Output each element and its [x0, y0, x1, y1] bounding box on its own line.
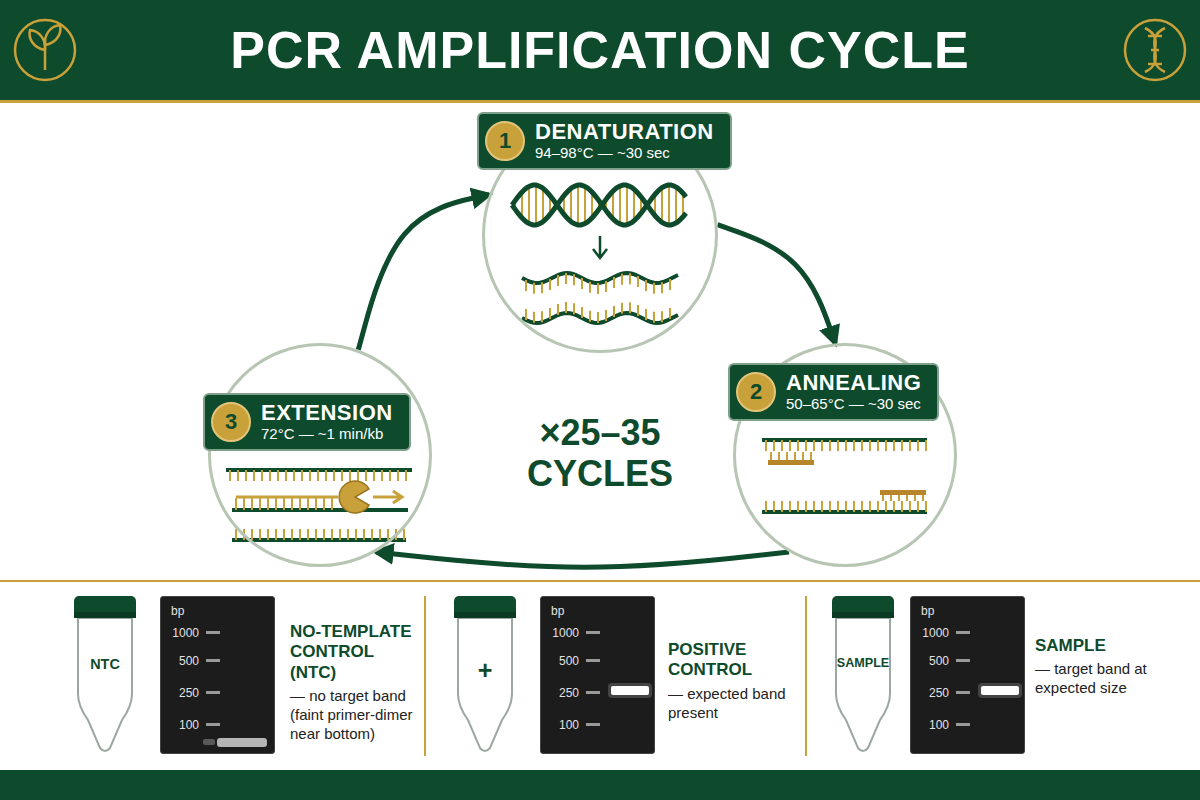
dna-icon: [1125, 20, 1185, 80]
step-conditions: 50–65°C — ~30 sec: [786, 395, 921, 413]
ladder-size: 500: [929, 655, 949, 667]
step-conditions: 94–98°C — ~30 sec: [535, 144, 714, 162]
new-strand: [236, 496, 338, 499]
tube-shape: [72, 594, 138, 754]
unit-label: bp: [551, 605, 564, 617]
cycle-arrow: [358, 195, 489, 350]
gel-lanes: [541, 597, 656, 755]
step-name: ANNEALING: [786, 371, 921, 395]
description: POSITIVE CONTROL — expected band present: [668, 640, 798, 722]
control-title: NO-TEMPLATE CONTROL (NTC): [290, 622, 420, 683]
circle-outline: [208, 343, 432, 567]
sample-note: — target band at expected size: [1035, 660, 1185, 698]
tube-label: NTC: [72, 656, 138, 672]
sample-title: SAMPLE: [1035, 636, 1185, 656]
base-ticks: [526, 302, 670, 323]
ladder-size: 250: [179, 687, 199, 699]
plant-icon: [15, 20, 75, 80]
step-circle: 1 DENATURATION94–98°C — ~30 sec: [482, 117, 718, 353]
unit-label: bp: [171, 605, 184, 617]
tube-shape: [830, 594, 896, 754]
tube: +: [452, 594, 518, 754]
base-ticks: [236, 529, 404, 540]
unit-label: bp: [921, 605, 934, 617]
title: PCR AMPLIFICATION CYCLE: [100, 18, 1100, 82]
tube-label: +: [452, 656, 518, 685]
template-strand: [232, 508, 408, 512]
down-arrow: [593, 236, 607, 258]
header-band: [0, 0, 1200, 100]
base-ticks: [766, 501, 926, 512]
step-number: 2: [736, 372, 776, 412]
control-note: — expected band present: [668, 685, 798, 723]
control-note: (faint primer-dimer near bottom): [290, 706, 420, 744]
step-circle: 2 ANNEALING50–65°C — ~30 sec: [733, 343, 957, 567]
tube-label: SAMPLE: [830, 656, 896, 670]
ladder-size: 250: [559, 687, 579, 699]
primer-ticks: [771, 452, 811, 460]
step-number: 3: [211, 402, 251, 442]
cycle-arrow: [718, 225, 836, 344]
step-name: EXTENSION: [261, 401, 393, 425]
ladder-size: 1000: [552, 627, 579, 639]
ladder-size: 100: [559, 719, 579, 731]
gel-lanes: [161, 597, 276, 755]
ladder-size: 100: [929, 719, 949, 731]
base-ticks: [526, 273, 670, 294]
primer-ticks: [883, 495, 923, 501]
cycle-count: ×25–35 CYCLES: [480, 412, 720, 495]
ladder-size: 1000: [172, 627, 199, 639]
description: SAMPLE — target band at expected size: [1035, 636, 1185, 698]
gel-lanes: [911, 597, 1026, 755]
step-circle: 3 EXTENSION72°C — ~1 min/kb: [208, 343, 432, 567]
panel-divider: [424, 596, 426, 756]
synthesis-arrow: [373, 491, 402, 503]
step-conditions: 72°C — ~1 min/kb: [261, 425, 393, 443]
step-header: 2 ANNEALING50–65°C — ~30 sec: [728, 363, 939, 421]
gel-image: bp 1000 500 250 100: [910, 596, 1025, 754]
description: NO-TEMPLATE CONTROL (NTC) — no target ban…: [290, 622, 420, 743]
helix-strand: [512, 185, 686, 225]
tube: SAMPLE: [830, 594, 896, 754]
ladder-size: 1000: [922, 627, 949, 639]
primer: [768, 460, 814, 465]
ladder-size: 500: [559, 655, 579, 667]
separated-strand: [522, 273, 678, 283]
control-title: POSITIVE CONTROL: [668, 640, 798, 681]
base-ticks: [230, 470, 406, 481]
primer: [880, 490, 926, 495]
ladder-size: 250: [929, 687, 949, 699]
ladder-size: 500: [179, 655, 199, 667]
control-note: — no target band: [290, 687, 420, 706]
step-header: 1 DENATURATION94–98°C — ~30 sec: [477, 112, 732, 170]
new-strand: [236, 498, 332, 510]
step-number: 1: [485, 121, 525, 161]
cycle-arrow: [376, 552, 789, 567]
gel-image: bp 1000 500 250 100: [540, 596, 655, 754]
tube: NTC: [72, 594, 138, 754]
base-ticks: [766, 440, 926, 451]
helix-strand: [512, 185, 686, 225]
panel-rule: [0, 580, 1200, 582]
footer-band: [0, 770, 1200, 800]
ladder-size: 100: [179, 719, 199, 731]
panel-divider: [805, 596, 807, 756]
step-name: DENATURATION: [535, 120, 714, 144]
step-header: 3 EXTENSION72°C — ~1 min/kb: [203, 393, 411, 451]
polymerase: [339, 481, 369, 513]
header-rule: [0, 100, 1200, 103]
gel-image: bp 1000 500 250 100: [160, 596, 275, 754]
